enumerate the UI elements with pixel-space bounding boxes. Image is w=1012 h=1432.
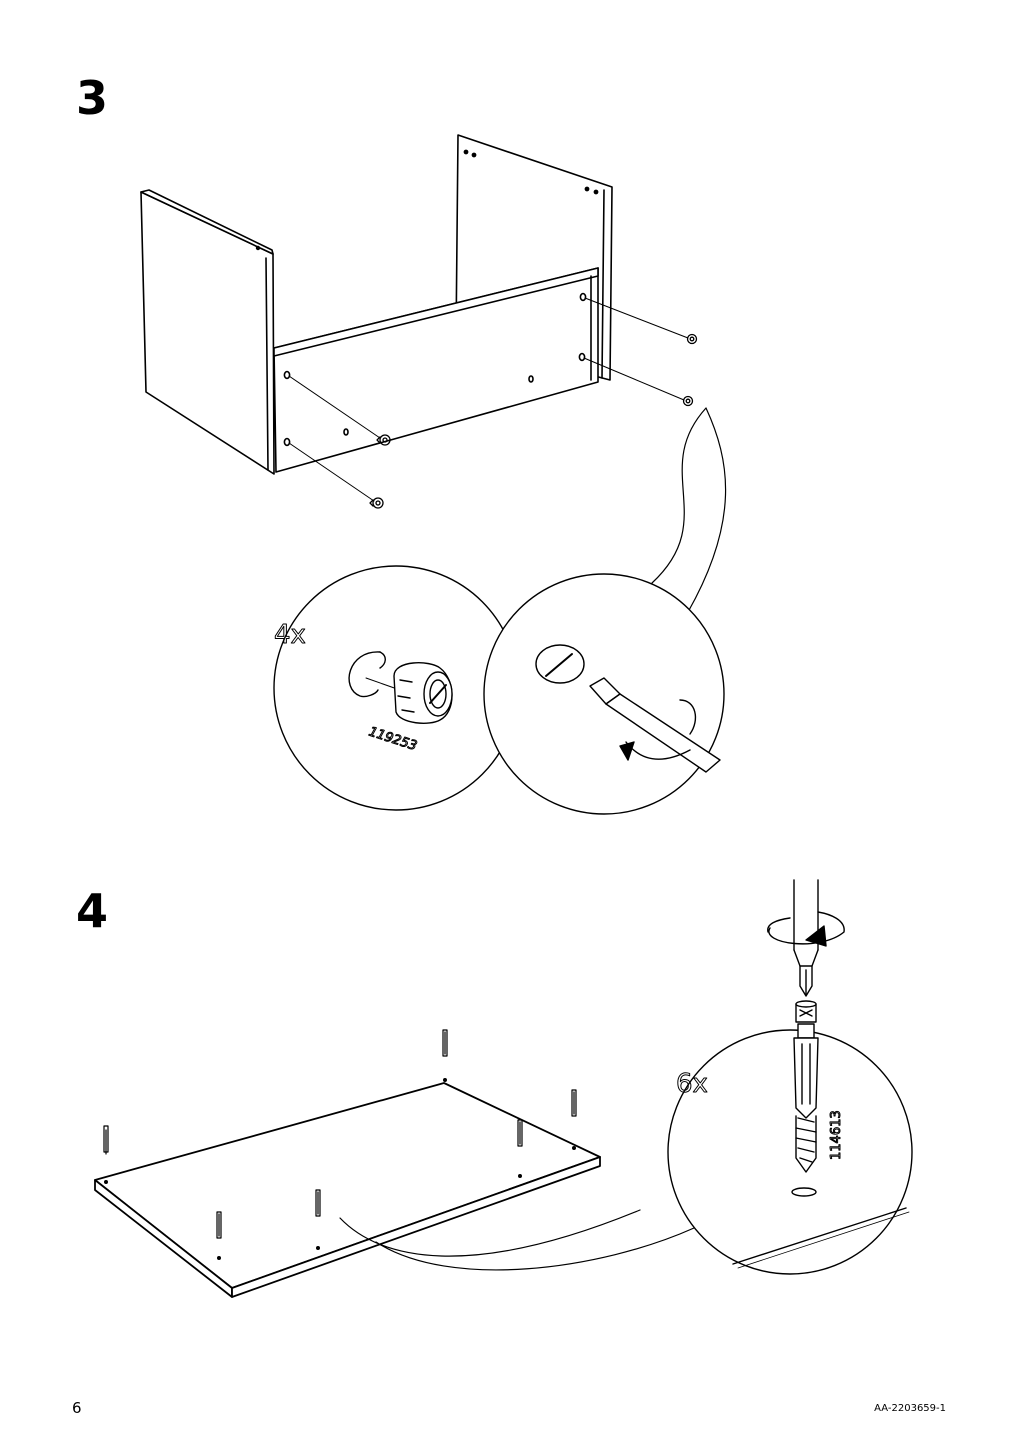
screwdriver-detail-circle [483,573,725,815]
cam-lock-fittings [369,333,698,509]
top-panel [94,1082,601,1298]
step-4-part-number-label: 114613 [829,1110,844,1160]
step-3-illustration: 4x 119253 [140,134,727,815]
dowel-detail-circle [667,1029,913,1275]
front-side-panel [140,189,275,475]
fitting-detail-circle [273,565,519,811]
step-3-number: 3 [76,71,109,125]
step-3-quantity-label: 4x [274,620,306,650]
connecting-rail [273,267,599,473]
phillips-screwdriver [767,879,845,997]
panel-dowels [103,1029,577,1260]
dowel-callout-leader [339,1209,695,1271]
step-4-illustration: 6x 114613 [94,879,913,1298]
detail-callout-leader [651,407,727,613]
cam-lock-guides [288,297,689,502]
step-4-quantity-label: 6x [676,1069,708,1099]
document-id: AA-2203659-1 [874,1403,946,1414]
page-number: 6 [72,1399,82,1417]
dowel-screw [793,1000,819,1173]
step-4-number: 4 [76,884,109,938]
